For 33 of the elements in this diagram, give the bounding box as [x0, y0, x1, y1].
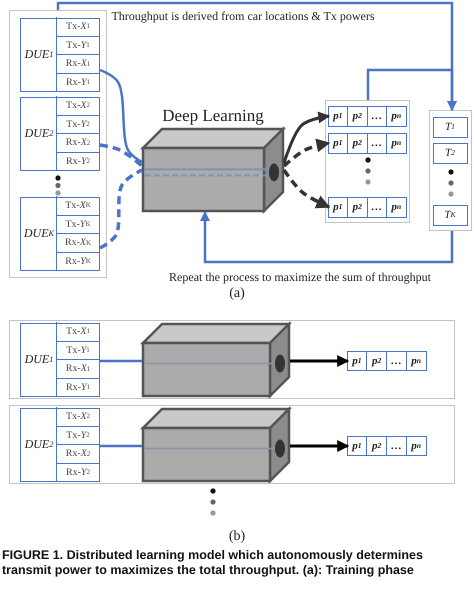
power-cell: …	[366, 132, 387, 154]
power-cell: …	[366, 196, 387, 218]
arrow	[282, 112, 330, 164]
connector-line	[100, 360, 142, 362]
arrow	[282, 169, 330, 209]
panel-label: (b)	[226, 529, 248, 545]
panel-label: (a)	[227, 286, 247, 302]
panel	[9, 320, 455, 399]
block-heading: Deep Learning	[161, 106, 265, 126]
power-cell: …	[386, 350, 407, 370]
power-cell: …	[366, 106, 387, 126]
device-table	[20, 322, 100, 396]
edge-label: Throughput is derived from car locations & Tx powers	[109, 9, 377, 24]
figure-caption: FIGURE 1. Distributed learning model which autonomously determines transmit power to maximizes the total throughput. (a): Training phase	[2, 548, 424, 578]
device-table	[20, 196, 100, 270]
connector-line	[100, 444, 142, 448]
power-cell: …	[386, 436, 407, 456]
device-table	[20, 96, 100, 170]
arrow	[290, 355, 350, 367]
arrow	[290, 440, 350, 452]
panel	[325, 100, 410, 223]
panel	[9, 10, 107, 278]
panel	[429, 110, 472, 231]
connector-line	[99, 168, 143, 250]
arrow	[200, 211, 454, 264]
device-table	[20, 18, 100, 92]
device-table	[20, 408, 100, 482]
arrow	[282, 138, 330, 168]
edge-label: Repeat the process to maximize the sum of throughput	[167, 270, 433, 285]
connector-line	[100, 68, 143, 164]
panel	[9, 405, 455, 484]
arrow	[366, 68, 457, 111]
connector-line	[100, 143, 144, 168]
